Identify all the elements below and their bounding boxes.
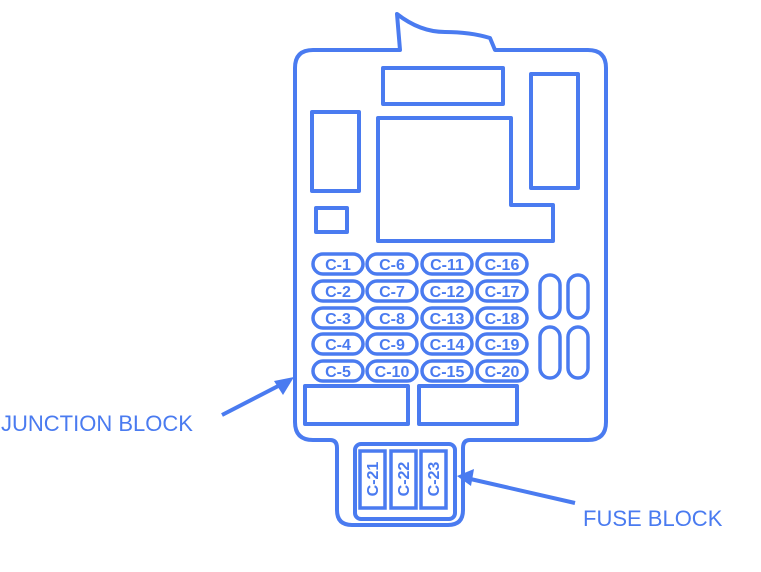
fuse-connector [419, 449, 448, 510]
bottom-slot-left [303, 384, 410, 426]
junction-block-outline [293, 12, 608, 527]
connector-oval [475, 279, 529, 303]
relay-slot-left [310, 110, 361, 193]
connector-oval [420, 359, 474, 383]
connector-oval [365, 252, 419, 276]
connector-oval [475, 252, 529, 276]
junction-block-label: JUNCTION BLOCK [1, 411, 193, 436]
fuse-connector [358, 449, 387, 510]
connector-oval [475, 359, 529, 383]
connector-label: C-3 [325, 311, 351, 328]
connector-label: C-4 [325, 337, 351, 354]
connector-label: C-13 [430, 311, 465, 328]
connector-label: C-12 [430, 284, 465, 301]
connector-label: C-19 [485, 337, 520, 354]
connector-label: C-16 [485, 257, 520, 274]
fuse-connector-label: C-23 [426, 462, 443, 497]
junction-arrowhead [274, 377, 294, 395]
connector-oval [475, 332, 529, 356]
connector-label: C-2 [325, 284, 351, 301]
junction-arrow [221, 380, 287, 417]
connector-label: C-6 [379, 257, 405, 274]
connector-label: C-9 [379, 337, 405, 354]
fuse-connector [389, 449, 418, 510]
connector-oval [365, 306, 419, 330]
connector-label: C-20 [485, 364, 520, 381]
connector-oval [475, 306, 529, 330]
fuse-block-inner [353, 442, 457, 521]
bottom-slot-right [417, 384, 519, 426]
connector-oval [311, 306, 365, 330]
connector-label: C-10 [375, 364, 410, 381]
connector-label: C-14 [430, 337, 465, 354]
relay-slot-top [381, 66, 505, 106]
connector-oval [365, 332, 419, 356]
fuse-arrow [465, 476, 576, 505]
connector-oval [365, 359, 419, 383]
connector-label: C-1 [325, 257, 351, 274]
connector-label: C-11 [430, 257, 464, 274]
fuse-oval [538, 325, 562, 380]
connector-label: C-5 [325, 364, 351, 381]
connector-oval [311, 279, 365, 303]
connector-oval [311, 332, 365, 356]
connector-label: C-15 [430, 364, 465, 381]
main-module-slot [376, 116, 555, 243]
connector-label: C-8 [379, 311, 405, 328]
connector-label: C-7 [379, 284, 405, 301]
relay-slot-right [529, 72, 580, 190]
connector-oval [420, 306, 474, 330]
fuse-oval [566, 273, 590, 320]
connector-label: C-17 [485, 284, 520, 301]
connector-oval [420, 279, 474, 303]
connector-oval [311, 359, 365, 383]
fuse-oval [538, 273, 562, 320]
fuse-connector-label: C-21 [365, 462, 382, 497]
connector-label: C-18 [485, 311, 520, 328]
fuse-block-label: FUSE BLOCK [583, 506, 723, 531]
fuse-arrowhead [457, 469, 474, 486]
connector-oval [365, 279, 419, 303]
small-slot [314, 206, 349, 234]
fuse-oval [566, 325, 590, 380]
connector-oval [311, 252, 365, 276]
fuse-connector-label: C-22 [396, 462, 413, 497]
connector-oval [420, 252, 474, 276]
connector-oval [420, 332, 474, 356]
